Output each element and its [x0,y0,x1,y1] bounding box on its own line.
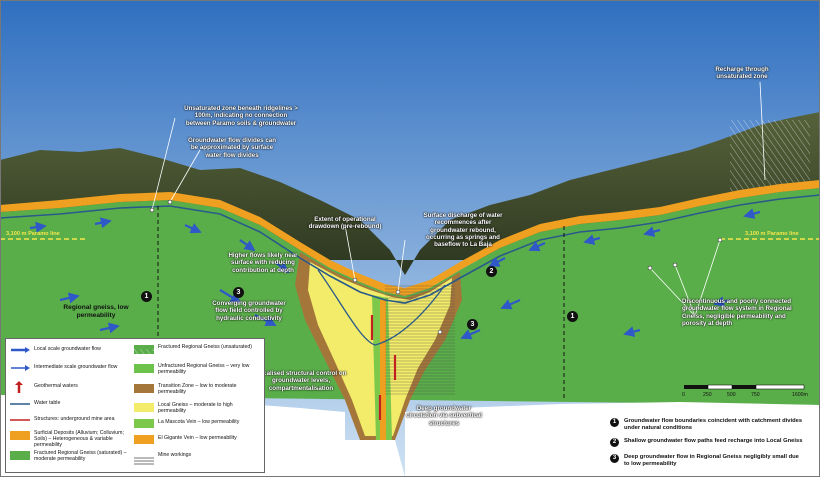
legend-fractured-unsaturated: Fractured Regional Gneiss (unsaturated) [158,344,252,350]
marker-3-left: 3 [233,287,244,298]
note-3-number: 3 [610,454,619,463]
leader-lines [151,81,766,317]
leader-dots [149,199,723,335]
legend-mine-workings: Mine workings [158,452,192,458]
yellow-swatch [134,403,154,412]
legend-la-mascota: La Mascota Vein – low permeability [158,419,240,425]
drawdown-curve [317,269,446,346]
recharge-annotation: Recharge through unsaturated zone [715,66,769,81]
marker-1-right: 1 [567,311,578,322]
blue-arrow-icon [11,365,30,371]
lower-boundary-center [345,440,405,477]
scale-tick-1600: 1600m [792,392,808,398]
higher-flows-annotation: Higher flows likely near surface with re… [228,252,298,274]
mine-workings-swatch [134,452,154,465]
bright-green-swatch [134,419,154,428]
light-green-swatch [134,364,154,373]
legend-local-flow: Local scale groundwater flow [34,346,101,352]
green-hatch-swatch [134,345,154,358]
orange-swatch [10,431,30,440]
flow-arrows [29,208,761,340]
mine-workings [385,285,455,395]
scale-tick-500: 500 [727,392,736,398]
surface-discharge-annotation: Surface discharge of water recommences a… [423,212,503,249]
marker-2: 2 [486,266,497,277]
green-swatch [10,451,30,460]
deep-circulation-annotation: Deep groundwater circulation via subvert… [406,405,482,427]
converging-flow-annotation: Converging groundwater flow field contro… [212,300,286,322]
legend-water-table: Water table [34,400,61,406]
legend-geothermal: Geothermal waters [34,383,78,389]
note-1-number: 1 [610,418,619,427]
marker-3-right: 3 [467,319,478,330]
red-line [10,419,30,421]
note-3-text: Deep groundwater flow in Regional Gneiss… [624,454,799,467]
legend-unfractured: Unfractured Regional Gneiss – very low p… [158,363,250,375]
scale-tick-0: 0 [682,392,685,398]
legend: Local scale groundwater flow Intermediat… [5,338,265,473]
localised-control-annotation: Localised structural control on groundwa… [255,370,347,392]
scale-bar-graphic [684,384,805,390]
regional-gneiss-label: Regional gneiss, low permeability [63,304,129,319]
brown-swatch [134,384,154,393]
discontinuous-annotation: Discontinuous and poorly connected groun… [682,298,792,327]
red-arrow-icon [15,381,23,393]
surficial-deposits [0,180,820,296]
note-1-text: Groundwater flow boundaries coincident w… [624,418,803,431]
legend-local-gneiss: Local Gneiss – moderate to high permeabi… [158,402,233,414]
scale-tick-250: 250 [703,392,712,398]
legend-surficial: Surficial Deposits (Alluvium; Colluvium;… [34,430,124,448]
paramo-label-right: 3,100 m Paramo line [745,231,799,237]
water-table [0,194,820,304]
legend-structures: Structures: underground mine area [34,416,115,422]
unsaturated-ridgeline-annotation: Unsaturated zone beneath ridgelines > 10… [184,105,298,127]
legend-fractured-saturated: Fractured Regional Gneiss (saturated) – … [34,450,127,462]
geothermal-arrows [370,315,397,420]
orange-vein-swatch [134,435,154,444]
el-gigante-vein [380,300,386,440]
note-2-text: Shallow groundwater flow paths feed rech… [624,438,803,444]
note-2-number: 2 [610,438,619,447]
blue-arrow-icon [11,347,30,353]
water-table-line [10,403,30,405]
legend-el-gigante: El Gigante Vein – low permeability [158,435,237,441]
paramo-label-left: 3,100 m Paramo line [6,231,60,237]
legend-intermediate-flow: Intermediate scale groundwater flow [34,364,118,370]
marker-1-left: 1 [141,291,152,302]
operational-drawdown-annotation: Extent of operational drawdown (pre-rebo… [308,216,382,231]
legend-transition: Transition Zone – low to moderate permea… [158,383,237,395]
flow-divides-annotation: Groundwater flow divides can be approxim… [187,137,276,159]
scale-tick-750: 750 [751,392,760,398]
